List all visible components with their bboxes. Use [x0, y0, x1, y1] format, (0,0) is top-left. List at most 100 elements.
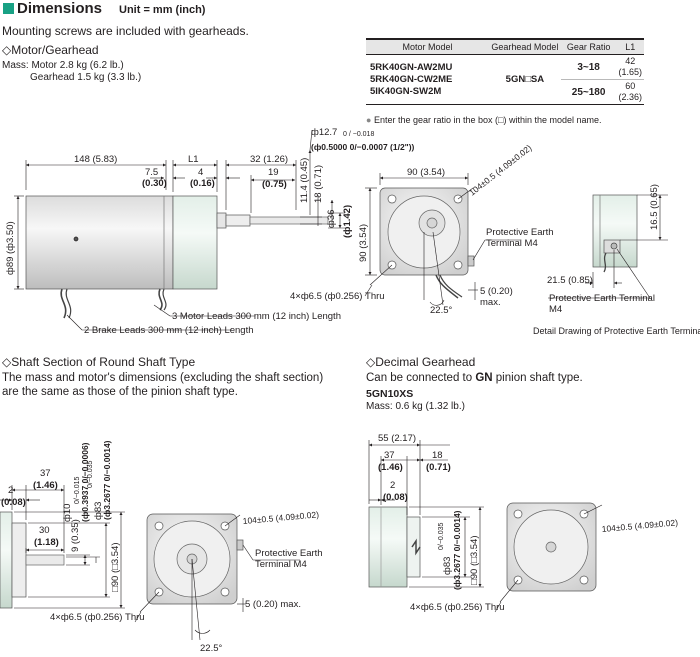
- col-header-motor-model: Motor Model: [366, 38, 490, 55]
- model-table: Motor Model Gearhead Model Gear Ratio L1…: [366, 38, 644, 105]
- dim-2: 2: [8, 485, 13, 496]
- dim-front-height: 90 (3.54): [358, 224, 369, 262]
- earth-terminal-detail: [592, 194, 638, 273]
- dim-37: 37: [384, 450, 395, 461]
- l1-value: 42: [625, 56, 636, 66]
- dim-sq90: □90 (□3.54): [469, 536, 480, 586]
- dim-83-inch: (ф3.2677 0/−0.0014): [102, 440, 112, 520]
- decimal-gearhead-front-view: [506, 502, 597, 592]
- dim-2-inch: (0.08): [1, 497, 26, 508]
- col-header-gear-ratio: Gear Ratio: [560, 38, 617, 55]
- dim-9: 9 (0.35): [70, 519, 81, 552]
- dim-18: 18 (0.71): [313, 165, 324, 203]
- motor-model: 5RK40GN-CW2ME: [370, 73, 453, 85]
- motor-models-cell: 5RK40GN-AW2MU 5RK40GN-CW2ME 5IK40GN-SW2M: [366, 54, 490, 105]
- decimal-mass: Mass: 0.6 kg (1.32 lb.): [366, 401, 465, 412]
- dim-overall-length: 148 (5.83): [74, 154, 117, 165]
- dim-55: 55 (2.17): [378, 433, 416, 444]
- gearhead-front-view: [379, 187, 475, 299]
- dim-37-inch: (1.46): [378, 462, 403, 473]
- dim-83: ф83: [442, 557, 453, 575]
- motor-section-title: ◇Motor/Gearhead: [2, 43, 99, 57]
- dim-2-inch: (0.08): [383, 492, 408, 503]
- page-title: Dimensions: [17, 0, 103, 17]
- table-row: 25~180 60(2.36): [366, 79, 644, 105]
- motor-model: 5RK40GN-AW2MU: [370, 61, 453, 73]
- l1-cell: 60(2.36): [616, 79, 644, 105]
- l1-cell: 42(1.65): [616, 54, 644, 80]
- l1-inch: (1.65): [618, 67, 642, 77]
- table-header-row: Motor Model Gearhead Model Gear Ratio L1: [366, 38, 644, 55]
- holes-label: 4×ф6.5 (ф0.256) Thru: [290, 291, 385, 302]
- dim-angle: 22.5°: [200, 643, 222, 654]
- earth-label-terminal: Terminal M4: [255, 559, 307, 570]
- earth-label: Protective Earth: [486, 227, 554, 238]
- dim-37-inch: (1.46): [33, 480, 58, 491]
- dim-89: ф89 (ф3.50): [5, 221, 16, 275]
- decimal-model: 5GN10XS: [366, 388, 414, 400]
- decimal-line1-post: pinion shaft type.: [492, 372, 583, 384]
- dim-30: 30: [39, 525, 50, 536]
- brake-leads-label: 2 Brake Leads 300 mm (12 inch) Length: [84, 325, 254, 336]
- dim-32: 32 (1.26): [250, 154, 288, 165]
- dim-4: 4: [198, 167, 203, 178]
- decimal-section-line1: Can be connected to GN pinion shaft type…: [366, 372, 583, 384]
- gearhead-mass: Gearhead 1.5 kg (3.3 lb.): [30, 72, 142, 83]
- gearhead-model-cell: 5GN□SA: [489, 54, 561, 105]
- motor-mass: Mass: Motor 2.8 kg (6.2 lb.): [2, 60, 124, 71]
- dim-37: 37: [40, 468, 51, 479]
- l1-inch: (2.36): [618, 92, 642, 102]
- dim-pcd: 104±0.5 (4.09±0.02): [242, 509, 319, 526]
- table-note-text: Enter the gear ratio in the box (□) with…: [373, 115, 602, 125]
- dim-5: 5 (0.20): [480, 286, 513, 297]
- dim-83-inch: (ф3.2677 0/−0.0014): [452, 510, 462, 590]
- dim-36-inch: (ф1.42): [342, 205, 353, 238]
- dim-shaft-inch: (ф0.5000 0/−0.0007 (1/2")): [311, 142, 415, 152]
- dim-18: 18: [432, 450, 443, 461]
- detail-earth-terminal: M4: [549, 304, 562, 315]
- col-header-l1: L1: [616, 38, 644, 55]
- dim-83: ф83: [93, 502, 104, 520]
- holes-label: 4×ф6.5 (ф0.256) Thru: [50, 612, 145, 623]
- dim-83-tol: 0/−0.035: [87, 460, 94, 488]
- motor-side-view: [25, 195, 329, 319]
- dim-pcd: 104±0.5 (4.09±0.02): [601, 517, 678, 534]
- motor-model: 5IK40GN-SW2M: [370, 85, 442, 97]
- decimal-section-title: ◇Decimal Gearhead: [366, 355, 476, 369]
- dim-7-5-inch: (0.30): [142, 178, 167, 189]
- shaft-section-line2: are the same as those of the pinion shaf…: [2, 386, 238, 398]
- dim-16-5: 16.5 (0.65): [649, 184, 660, 230]
- dim-5-max: 5 (0.20) max.: [245, 599, 301, 610]
- gear-ratio-cell: 3~18: [560, 54, 617, 80]
- dim-36: ф36: [326, 210, 337, 228]
- shaft-section-title: ◇Shaft Section of Round Shaft Type: [2, 355, 196, 369]
- motor-dimension-lines: [14, 129, 345, 331]
- dim-18-inch: (0.71): [426, 462, 451, 473]
- earth-label-terminal: Terminal M4: [486, 238, 538, 249]
- table-note: ● Enter the gear ratio in the box (□) wi…: [366, 115, 602, 125]
- decimal-gearhead-side-view: [368, 506, 421, 588]
- shaft-section-line1: The mass and motor's dimensions (excludi…: [2, 372, 324, 384]
- table-row: 5RK40GN-AW2MU 5RK40GN-CW2ME 5IK40GN-SW2M…: [366, 54, 644, 105]
- dim-11-4: 11.4 (0.45): [299, 158, 310, 203]
- dim-10-tol: 0/−0.015: [74, 476, 81, 504]
- detail-earth-label: Protective Earth Terminal: [549, 293, 655, 304]
- section-marker-icon: [3, 3, 14, 14]
- decimal-line1-bold: GN: [475, 372, 493, 384]
- motor-leads-label: 3 Motor Leads 300 mm (12 inch) Length: [172, 311, 341, 322]
- dim-shaft-dia: ф12.7: [311, 127, 337, 138]
- dim-2: 2: [390, 480, 395, 491]
- decimal-line1-pre: Can be connected to: [366, 372, 476, 384]
- dim-19-inch: (0.75): [262, 179, 287, 190]
- dim-7-5: 7.5: [145, 167, 158, 178]
- dim-l1: L1: [188, 154, 199, 165]
- dim-10-inch: (ф0.3937 0/−0.0006): [80, 442, 90, 522]
- bullet-icon: ●: [366, 115, 372, 125]
- dim-4-inch: (0.16): [190, 178, 215, 189]
- unit-label: Unit = mm (inch): [119, 4, 206, 16]
- detail-caption: Detail Drawing of Protective Earth Termi…: [533, 326, 700, 336]
- earth-label: Protective Earth: [255, 548, 323, 559]
- dim-10: ф10: [62, 504, 73, 522]
- gear-ratio-cell: 25~180: [560, 79, 617, 105]
